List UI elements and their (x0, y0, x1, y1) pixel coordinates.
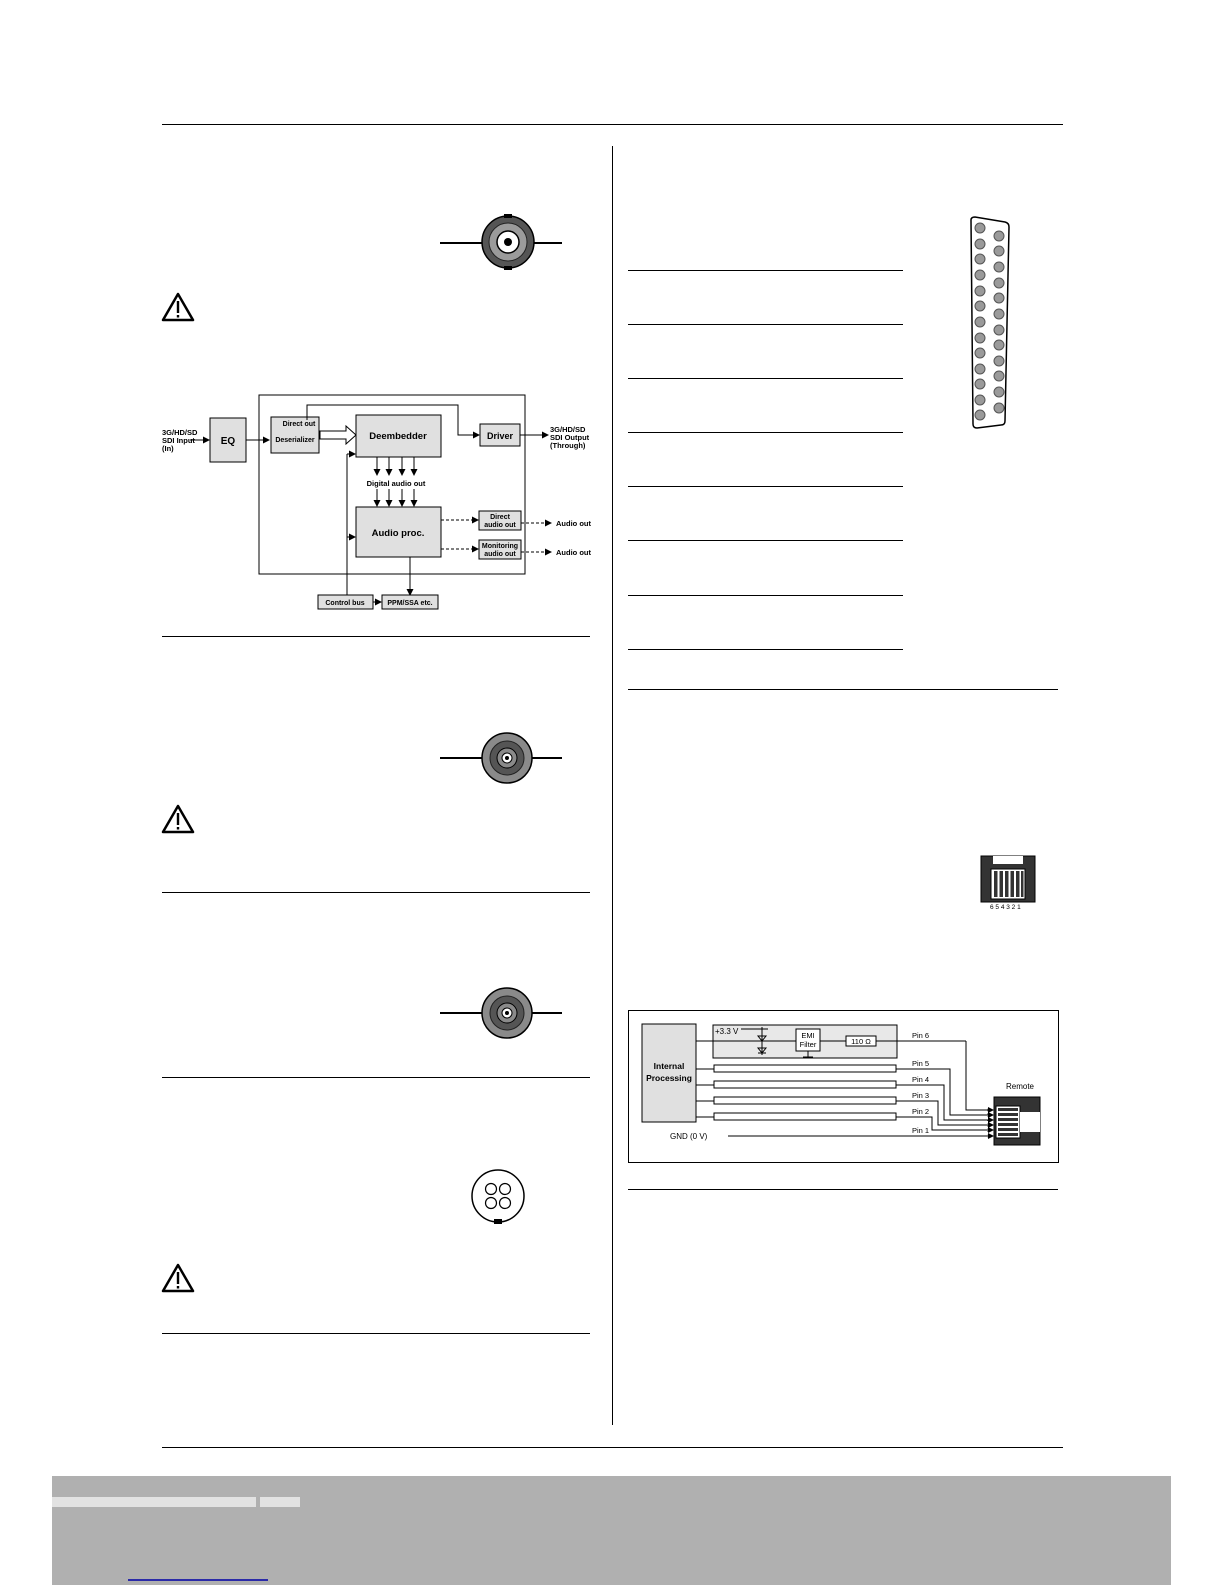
footer-rule (162, 1447, 1063, 1448)
remote-circuit-diagram: Internal Processing +3.3 V EMI Filter 11… (628, 1010, 1059, 1163)
emi-filter-block: EMI (801, 1031, 814, 1040)
section-rule-6 (628, 1189, 1058, 1190)
input-label: SDI Input (162, 436, 195, 445)
audio-out-label: Audio out (556, 548, 591, 557)
rj-connector-icon: 6 5 4 3 2 1 (980, 855, 1036, 911)
remote-pin-number: 3 (987, 1123, 990, 1129)
pin-label: Pin 3 (912, 1091, 929, 1100)
input-label: 3G/HD/SD (162, 428, 198, 437)
remote-pin-number: 6 (987, 1108, 990, 1114)
header-rule (162, 124, 1063, 125)
table-rule (628, 432, 903, 433)
monitoring-audio-out-block: audio out (484, 551, 516, 558)
warning-icon (161, 804, 195, 834)
resistor-label: 110 Ω (851, 1037, 871, 1046)
table-rule (628, 595, 903, 596)
emi-filter-block: Filter (800, 1040, 817, 1049)
remote-pin-number: 4 (987, 1118, 990, 1124)
footer-highlight (52, 1497, 256, 1507)
ppm-ssa-block: PPM/SSA etc. (387, 600, 432, 607)
section-rule-3 (162, 1077, 590, 1078)
remote-label: Remote (1006, 1082, 1035, 1091)
deserializer-block: Deserializer (275, 437, 315, 444)
pin-label: Pin 4 (912, 1075, 929, 1084)
section-rule-2 (162, 892, 590, 893)
output-label: SDI Output (550, 433, 590, 442)
direct-audio-out-block: audio out (484, 522, 516, 529)
output-label: (Through) (550, 441, 586, 450)
sdi-block-diagram: 3G/HD/SD SDI Input (In) EQ Direct out De… (162, 394, 591, 610)
direct-out-label: Direct out (283, 421, 316, 428)
warning-icon (161, 292, 195, 322)
table-rule (628, 378, 903, 379)
remote-pin-number: 1 (987, 1134, 990, 1140)
column-divider (612, 146, 613, 1425)
section-rule-5 (628, 689, 1058, 690)
supply-label: +3.3 V (715, 1027, 739, 1036)
audio-out-label: Audio out (556, 519, 591, 528)
digital-audio-out-label: Digital audio out (367, 479, 426, 488)
internal-processing-block: Internal (654, 1061, 685, 1071)
warning-icon (161, 1263, 195, 1293)
remote-pin-number: 2 (987, 1128, 990, 1134)
table-rule (628, 324, 903, 325)
table-rule (628, 649, 903, 650)
section-rule-1 (162, 636, 590, 637)
remote-pin-number: 5 (987, 1113, 990, 1119)
monitoring-audio-out-block: Monitoring (482, 543, 518, 550)
driver-block: Driver (487, 431, 514, 441)
audio-proc-block: Audio proc. (372, 528, 425, 539)
internal-processing-block: Processing (646, 1073, 692, 1083)
footer-link-underline[interactable] (128, 1579, 268, 1581)
section-rule-4 (162, 1333, 590, 1334)
pin-label: Pin 2 (912, 1107, 929, 1116)
output-label: 3G/HD/SD (550, 425, 586, 434)
control-bus-block: Control bus (325, 600, 364, 607)
dsub25-connector-icon (970, 216, 1010, 429)
direct-audio-out-block: Direct (490, 514, 511, 521)
pin-label: Pin 6 (912, 1031, 929, 1040)
eq-block: EQ (221, 436, 236, 447)
input-label: (In) (162, 444, 174, 453)
pin-label: Pin 1 (912, 1126, 929, 1135)
bnc-connector-icon (440, 214, 562, 270)
deembedder-block: Deembedder (369, 431, 427, 442)
table-rule (628, 270, 903, 271)
table-rule (628, 486, 903, 487)
pin-label: Pin 5 (912, 1059, 929, 1068)
gnd-label: GND (0 V) (670, 1132, 708, 1141)
coax-connector-icon (440, 732, 562, 784)
coax-connector-icon (440, 987, 562, 1039)
footer-band (52, 1476, 1171, 1585)
table-rule (628, 540, 903, 541)
rj-pin-numbers: 6 5 4 3 2 1 (990, 904, 1021, 911)
four-pin-connector-icon (471, 1169, 525, 1224)
footer-highlight (260, 1497, 300, 1507)
